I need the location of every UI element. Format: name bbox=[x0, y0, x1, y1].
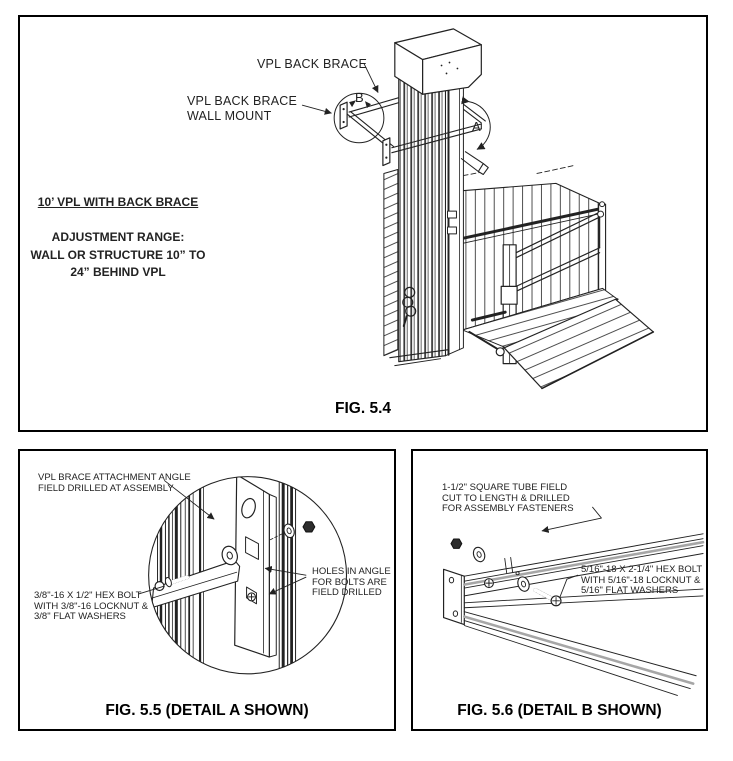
oval-hole bbox=[241, 497, 256, 519]
fig55-caption: FIG. 5.5 (DETAIL A SHOWN) bbox=[105, 702, 309, 719]
detail-b-circle bbox=[333, 92, 385, 144]
fig54-caption: FIG. 5.4 bbox=[335, 400, 391, 417]
tube-leader bbox=[541, 506, 602, 533]
mast-edge-bars bbox=[278, 479, 297, 674]
angle-leader bbox=[164, 480, 215, 520]
flat-washer-1 bbox=[472, 546, 486, 563]
back-brace-leader bbox=[363, 63, 379, 93]
fig56-panel: 1-1/2" SQUARE TUBE FIELD CUT TO LENGTH &… bbox=[411, 449, 708, 731]
holes-label: HOLES IN ANGLE FOR BOLTS ARE FIELD DRILL… bbox=[312, 566, 391, 599]
detail-b-letter: B bbox=[355, 90, 364, 105]
fig55-panel: VPL BRACE ATTACHMENT ANGLE FIELD DRILLED… bbox=[18, 449, 396, 731]
detail-circle-outline bbox=[148, 476, 348, 675]
wall-mount-leader bbox=[301, 104, 332, 115]
square-tube-label: 1-1/2" SQUARE TUBE FIELD CUT TO LENGTH &… bbox=[442, 482, 574, 515]
square-tube-lower bbox=[463, 611, 697, 696]
floating-washer bbox=[283, 523, 295, 539]
square-tube-upper bbox=[463, 533, 705, 597]
bolt-leader bbox=[138, 585, 165, 595]
hex-bolt bbox=[533, 588, 562, 607]
phillips-screw bbox=[247, 592, 257, 602]
fig54-panel: VPL BACK BRACE VPL BACK BRACE WALL MOUNT… bbox=[18, 15, 708, 432]
attachment-angle-plate bbox=[234, 476, 277, 658]
detail-a-letter: A bbox=[472, 119, 481, 134]
detail-a-drawing bbox=[138, 476, 348, 675]
attachment-angle-label: VPL BRACE ATTACHMENT ANGLE FIELD DRILLED… bbox=[38, 472, 191, 494]
coiled-cord bbox=[402, 286, 417, 327]
detail-a-arc bbox=[461, 96, 491, 150]
hex-bolt-label: 3/8"-16 X 1/2" HEX BOLT WITH 3/8"-16 LOC… bbox=[34, 590, 149, 623]
mast-head-cover bbox=[394, 28, 482, 95]
mast-bellows bbox=[383, 169, 399, 357]
hex-bolt-label: 5/16"-18 X 2-1/4" HEX BOLT WITH 5/16"-18… bbox=[581, 564, 703, 597]
back-brace-label: VPL BACK BRACE bbox=[257, 57, 368, 71]
locknut bbox=[302, 521, 316, 533]
holes-leader-1 bbox=[264, 565, 307, 576]
detail-b-drawing bbox=[442, 506, 705, 696]
fig56-caption: FIG. 5.6 (DETAIL B SHOWN) bbox=[457, 702, 662, 719]
adjustment-range-note: 10’ VPL WITH BACK BRACE ADJUSTMENT RANGE… bbox=[28, 177, 208, 281]
bolt-leader bbox=[559, 574, 579, 598]
note-title: 10’ VPL WITH BACK BRACE bbox=[37, 195, 199, 210]
flat-washer bbox=[221, 545, 238, 566]
holes-leader-2 bbox=[268, 576, 307, 595]
vpl-lift-isometric-drawing bbox=[301, 28, 655, 390]
wall-mount-label: VPL BACK BRACE WALL MOUNT bbox=[187, 94, 298, 123]
wall-mount-plates bbox=[339, 101, 391, 167]
note-body: ADJUSTMENT RANGE: WALL OR STRUCTURE 10” … bbox=[30, 230, 206, 279]
wall-mount-plate bbox=[442, 568, 465, 626]
locknut bbox=[450, 538, 463, 549]
flat-washer-2 bbox=[517, 576, 530, 592]
phillips-screw bbox=[483, 578, 494, 589]
